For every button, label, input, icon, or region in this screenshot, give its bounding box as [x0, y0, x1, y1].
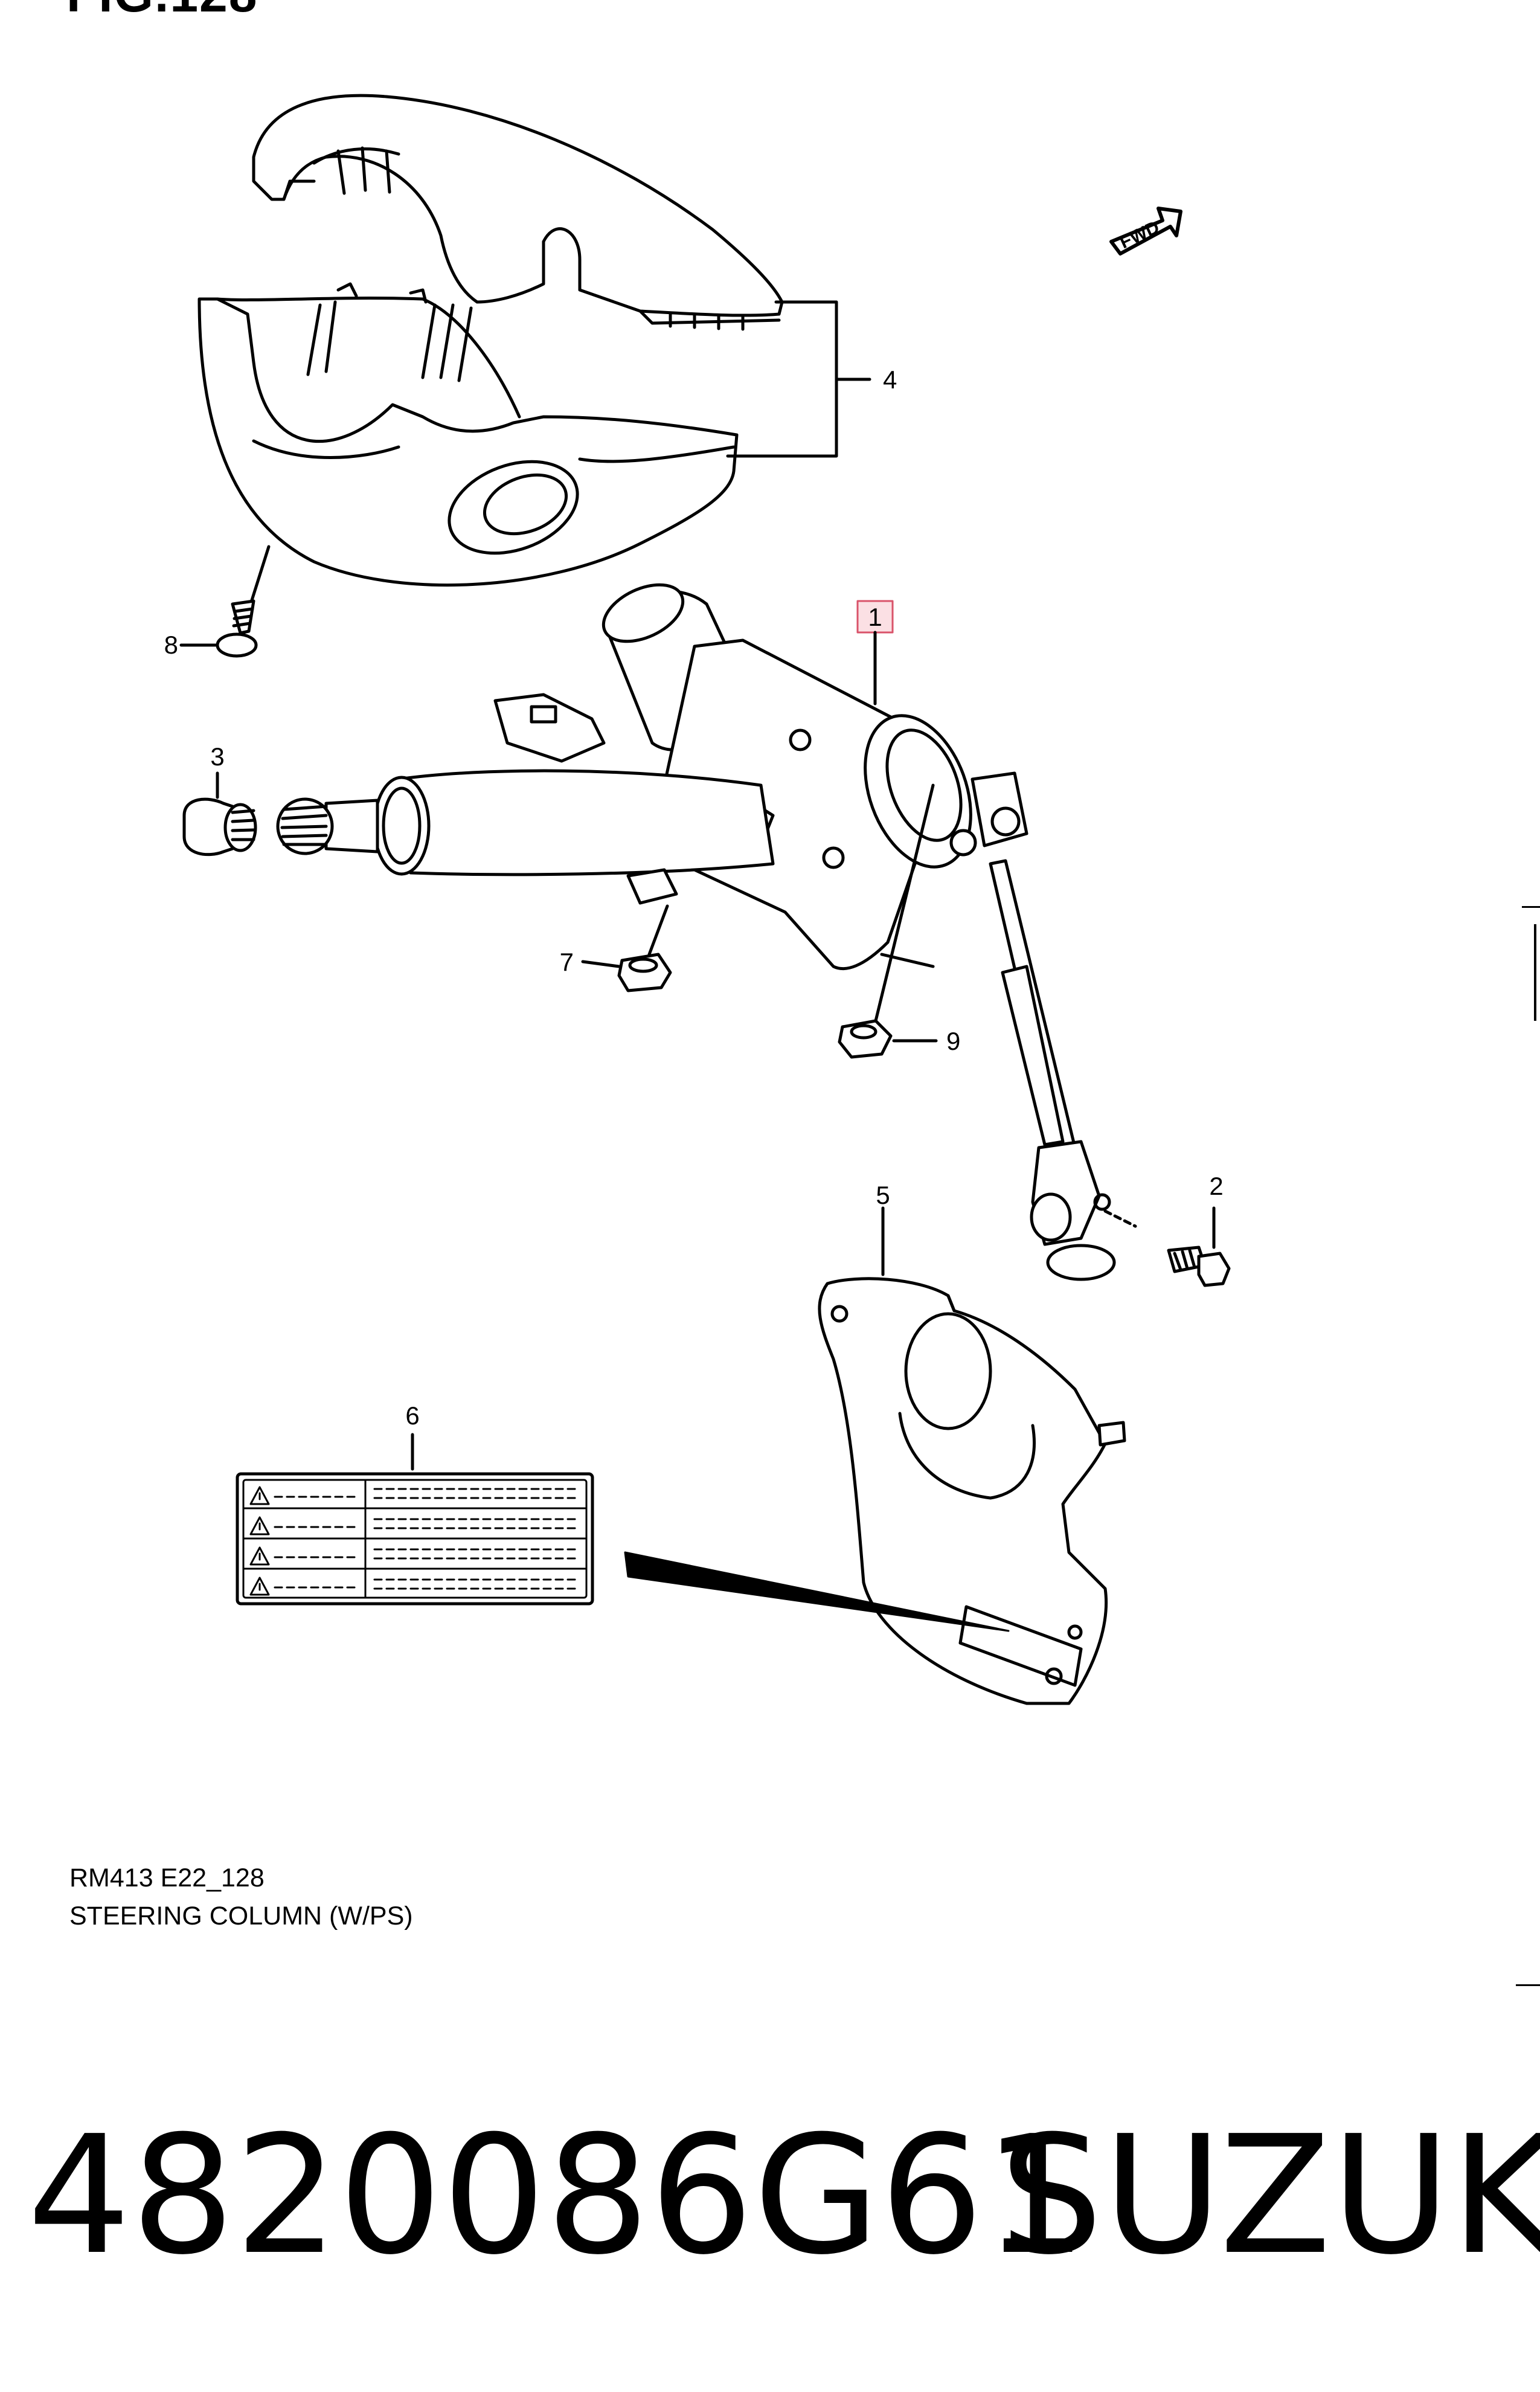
- callout-6: 6: [405, 1401, 419, 1430]
- column-cover-lower: [197, 282, 739, 587]
- diagram-code: RM413 E22_128: [69, 1863, 265, 1892]
- nut-part-3: [182, 771, 257, 857]
- callout-1: 1: [868, 603, 882, 631]
- nut-part-7: [581, 868, 678, 992]
- edge-mark: [1516, 1984, 1540, 1986]
- part-number: 4820086G61: [27, 2100, 1088, 2291]
- diagram-caption: STEERING COLUMN (W/PS): [69, 1902, 413, 1931]
- insulator-part-5: [818, 1206, 1126, 1705]
- callout-5: 5: [876, 1181, 890, 1209]
- edge-mark: [1522, 906, 1540, 908]
- steering-column-diagram: FWD: [164, 94, 1231, 1705]
- parts-diagram-sheet: FIG.128: [66, 0, 1540, 1986]
- fwd-arrow: FWD: [1109, 207, 1182, 256]
- screw-part-8: [179, 545, 271, 658]
- label-pointer: [624, 1551, 1010, 1632]
- callout-3: 3: [210, 742, 224, 771]
- steering-column-assembly: [276, 583, 1116, 1281]
- bolt-part-2: [1103, 1206, 1231, 1287]
- callout-4: 4: [883, 365, 897, 394]
- brand-name: SUZUKI: [999, 2100, 1540, 2291]
- callout-1-highlight: [856, 600, 894, 634]
- edge-mark: [1534, 924, 1536, 1021]
- callout-9: 9: [946, 1027, 960, 1055]
- callout-8: 8: [164, 631, 178, 659]
- caution-label-part-6: [236, 1433, 594, 1606]
- nut-part-9: [838, 783, 938, 1059]
- column-cover-upper: [252, 94, 784, 331]
- callout-7: 7: [560, 948, 574, 976]
- fwd-label: FWD: [1117, 217, 1163, 253]
- callout-2: 2: [1209, 1172, 1223, 1200]
- figure-title: FIG.128: [66, 0, 258, 24]
